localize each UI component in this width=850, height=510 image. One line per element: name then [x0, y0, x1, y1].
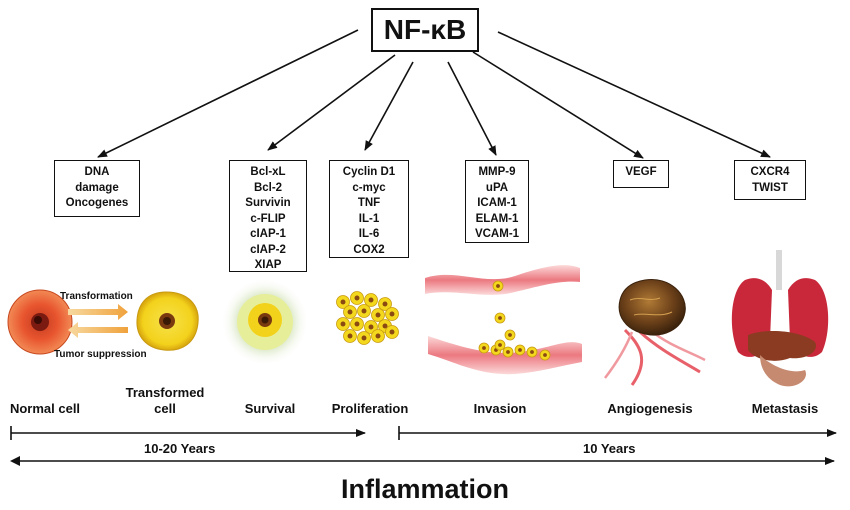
- stage-proliferation: Proliferation: [331, 401, 409, 416]
- yellow-cell: [385, 325, 399, 339]
- angiogenesis-genes-box: VEGF: [613, 160, 669, 188]
- tumor-suppression-label: Tumor suppression: [54, 349, 147, 360]
- yellow-cell: [357, 331, 371, 345]
- yellow-cell: [336, 295, 350, 309]
- yellow-cell: [350, 291, 364, 305]
- timeline-full: [10, 456, 835, 466]
- gene-label: ELAM-1: [475, 212, 519, 225]
- metastasis-genes-box: CXCR4 TWIST: [734, 160, 806, 200]
- arrow-to-angiogenesis: [472, 51, 644, 159]
- timeline-left-label: 10-20 Years: [144, 441, 216, 456]
- gene-label: COX2: [353, 243, 385, 256]
- yellow-cell: [343, 329, 357, 343]
- gene-label: c-myc: [352, 181, 386, 194]
- yellow-cell: [502, 346, 514, 358]
- yellow-cell: [526, 346, 538, 358]
- timeline-left: [10, 426, 366, 440]
- arrow-to-dna: [97, 29, 359, 158]
- arrow-to-invasion: [447, 61, 497, 156]
- stage-metastasis: Metastasis: [751, 401, 819, 416]
- stage-line: cell: [154, 401, 176, 416]
- gene-label: cIAP-1: [250, 228, 286, 240]
- yellow-cell: [343, 305, 357, 319]
- stage-survival: Survival: [244, 401, 296, 416]
- gene-label: ICAM-1: [477, 197, 517, 209]
- angiogenesis-tumor-illustration: [604, 278, 706, 386]
- proliferation-cluster: [336, 291, 399, 345]
- arrow-to-survival: [267, 54, 396, 151]
- yellow-cell: [336, 317, 350, 331]
- metastasis-organs-illustration: [731, 250, 829, 387]
- yellow-cell: [371, 308, 385, 322]
- gene-label: XIAP: [254, 259, 282, 271]
- dna-line: DNA: [84, 166, 110, 178]
- yellow-cell: [494, 312, 506, 324]
- arrow-to-proliferation: [364, 61, 414, 151]
- invasion-tissue-illustration: [425, 265, 582, 375]
- yellow-cell: [385, 307, 399, 321]
- yellow-cell: [357, 304, 371, 318]
- gene-label: uPA: [485, 181, 509, 194]
- stage-invasion: Invasion: [473, 401, 527, 416]
- dna-box: DNA damage Oncogenes: [54, 160, 140, 217]
- gene-label: VEGF: [625, 166, 657, 178]
- stage-normal-cell: Normal cell: [9, 401, 81, 416]
- proliferation-genes-box: Cyclin D1 c-myc TNF IL-1 IL-6 COX2: [329, 160, 409, 258]
- survival-genes-box: Bcl-xL Bcl-2 Survivin c-FLIP cIAP-1 cIAP…: [229, 160, 307, 272]
- yellow-cell: [364, 293, 378, 307]
- gene-label: TWIST: [752, 181, 788, 194]
- yellow-cell: [492, 280, 504, 292]
- arrow-to-metastasis: [497, 31, 771, 158]
- yellow-cell: [514, 344, 526, 356]
- gene-label: Cyclin D1: [342, 166, 396, 178]
- gene-label: TNF: [357, 197, 381, 209]
- gene-label: Bcl-xL: [250, 166, 286, 178]
- survival-cell-illustration: [221, 278, 309, 366]
- yellow-cell: [371, 329, 385, 343]
- gene-label: VCAM-1: [474, 228, 520, 240]
- dna-line: Oncogenes: [65, 197, 129, 209]
- yellow-cell: [378, 297, 392, 311]
- gene-label: Survivin: [245, 197, 291, 209]
- invasion-genes-box: MMP-9 uPA ICAM-1 ELAM-1 VCAM-1: [465, 160, 529, 243]
- gene-label: c-FLIP: [250, 212, 286, 225]
- timeline-right: [398, 426, 837, 440]
- nf-kb-title: NF-κB: [371, 8, 479, 52]
- transformation-label: Transformation: [60, 291, 133, 302]
- gene-label: CXCR4: [750, 166, 790, 178]
- yellow-cell: [478, 342, 490, 354]
- yellow-cell: [494, 339, 506, 351]
- yellow-cell: [350, 317, 364, 331]
- timeline-right-label: 10 Years: [583, 441, 636, 456]
- stage-line: Transformed: [125, 385, 205, 400]
- gene-label: Bcl-2: [253, 181, 283, 194]
- dna-line: damage: [75, 181, 119, 194]
- transformed-cell-illustration: [136, 291, 199, 351]
- transformation-arrows: [68, 304, 128, 338]
- yellow-cell: [539, 349, 551, 361]
- gene-label: IL-1: [358, 212, 380, 225]
- normal-cell-illustration: [7, 289, 73, 355]
- gene-label: MMP-9: [478, 166, 516, 178]
- yellow-cell: [504, 329, 516, 341]
- stage-transformed-cell: Transformed cell: [120, 385, 210, 417]
- gene-label: cIAP-2: [250, 243, 286, 256]
- gene-label: IL-6: [358, 228, 380, 240]
- inflammation-title: Inflammation: [340, 474, 509, 504]
- stage-angiogenesis: Angiogenesis: [607, 401, 693, 416]
